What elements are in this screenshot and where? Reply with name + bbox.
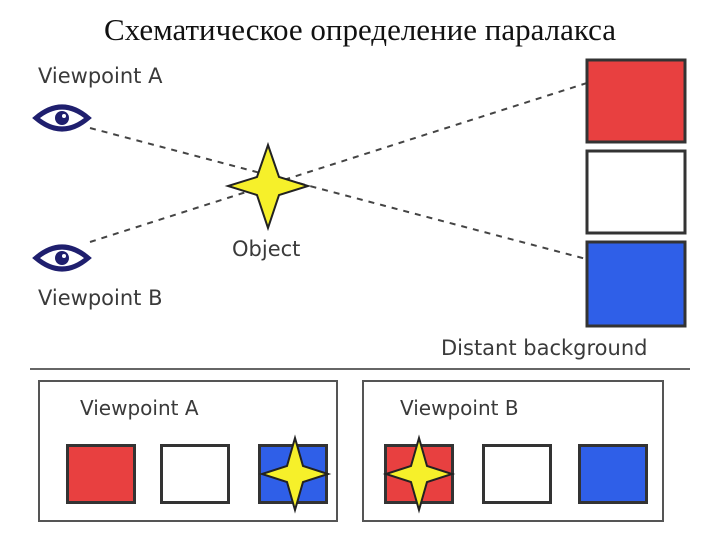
panel-a-white-square — [160, 444, 230, 504]
object-label: Object — [232, 237, 301, 261]
panel-b-label: Viewpoint B — [400, 396, 519, 420]
panel-a-red-square — [66, 444, 136, 504]
background-blue-square — [585, 240, 687, 328]
sight-line-b — [89, 81, 591, 243]
background-white-square — [585, 149, 687, 235]
panel-viewpoint-a: Viewpoint A — [38, 380, 338, 522]
eye-icon-b — [32, 244, 92, 272]
panel-a-label: Viewpoint A — [80, 396, 199, 420]
panel-b-blue-square — [578, 444, 648, 504]
sight-lines — [89, 81, 591, 261]
sight-line-a — [89, 127, 591, 261]
panel-b-white-square — [482, 444, 552, 504]
panel-a-star-icon — [258, 434, 332, 514]
page-title: Схематическое определение паралакса — [103, 12, 617, 47]
object-star-icon — [224, 141, 312, 232]
viewpoint-b-label: Viewpoint B — [38, 286, 163, 310]
panel-b-star-icon — [382, 434, 456, 514]
panel-viewpoint-b: Viewpoint B — [362, 380, 664, 522]
viewpoint-a-label: Viewpoint A — [38, 64, 163, 88]
background-label: Distant background — [441, 336, 648, 360]
background-red-square — [585, 58, 687, 144]
eye-icon-a — [32, 104, 92, 132]
